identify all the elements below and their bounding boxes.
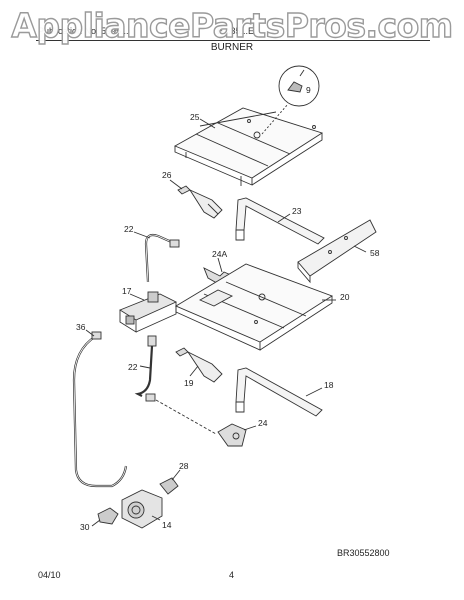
bake-burner-shield <box>175 263 334 351</box>
page-title: BURNER <box>210 42 254 53</box>
gas-line-36 <box>72 331 128 488</box>
model-number: E...35...E <box>217 26 255 36</box>
diagram-reference-code: BR30552800 <box>337 548 390 558</box>
callout-30: 30 <box>80 522 90 532</box>
leader-30 <box>91 519 101 527</box>
callout-58: 58 <box>370 248 380 258</box>
bake-igniter <box>175 347 223 383</box>
leader-25 <box>199 118 216 129</box>
callout-28: 28 <box>179 461 189 471</box>
upper-burner-shield <box>173 107 324 186</box>
leader-26 <box>169 179 183 190</box>
callout-24a: 24A <box>212 249 227 259</box>
callout-36: 36 <box>76 322 86 332</box>
leader-36 <box>85 329 95 337</box>
gas-supply-tube-lower <box>134 335 157 402</box>
callout-18: 18 <box>324 380 334 390</box>
callout-22b: 22 <box>128 362 138 372</box>
leader-22b <box>139 365 151 369</box>
header-rule <box>36 40 430 41</box>
gas-supply-tube-upper <box>144 233 180 283</box>
callout-19: 19 <box>184 378 194 388</box>
pressure-regulator <box>121 489 163 529</box>
callout-23: 23 <box>292 206 302 216</box>
bake-burner-tube <box>235 367 323 417</box>
leader-24 <box>243 425 257 431</box>
callout-26: 26 <box>162 170 172 180</box>
leader-23 <box>277 213 291 223</box>
leader-24a <box>217 257 223 273</box>
callout-24: 24 <box>258 418 268 428</box>
callout-25: 25 <box>190 112 200 122</box>
leader-19 <box>189 365 199 377</box>
part-9-detail-circle <box>278 65 320 107</box>
broil-igniter <box>177 185 223 219</box>
dashed-leader-lower <box>155 399 217 435</box>
burner-bracket <box>297 219 377 284</box>
callout-9: 9 <box>306 85 311 95</box>
callout-20: 20 <box>340 292 350 302</box>
callout-22a: 22 <box>124 224 134 234</box>
leader-14 <box>151 515 161 521</box>
leader-17 <box>129 293 145 301</box>
leader-18 <box>305 387 323 397</box>
footer-date: 04/10 <box>38 570 61 580</box>
leader-22a <box>133 231 151 239</box>
page-number: 4 <box>229 570 235 580</box>
elbow-fitting-28 <box>159 477 179 495</box>
fitting-30 <box>97 507 119 525</box>
orifice-holder-24 <box>217 423 247 447</box>
leader-28 <box>171 469 181 481</box>
callout-14: 14 <box>162 520 172 530</box>
valve-manifold <box>119 291 178 333</box>
leader-9 <box>261 103 289 135</box>
callout-17: 17 <box>122 286 132 296</box>
publication-number: Publication No. 5995... <box>38 26 129 36</box>
leader-58 <box>353 245 367 253</box>
